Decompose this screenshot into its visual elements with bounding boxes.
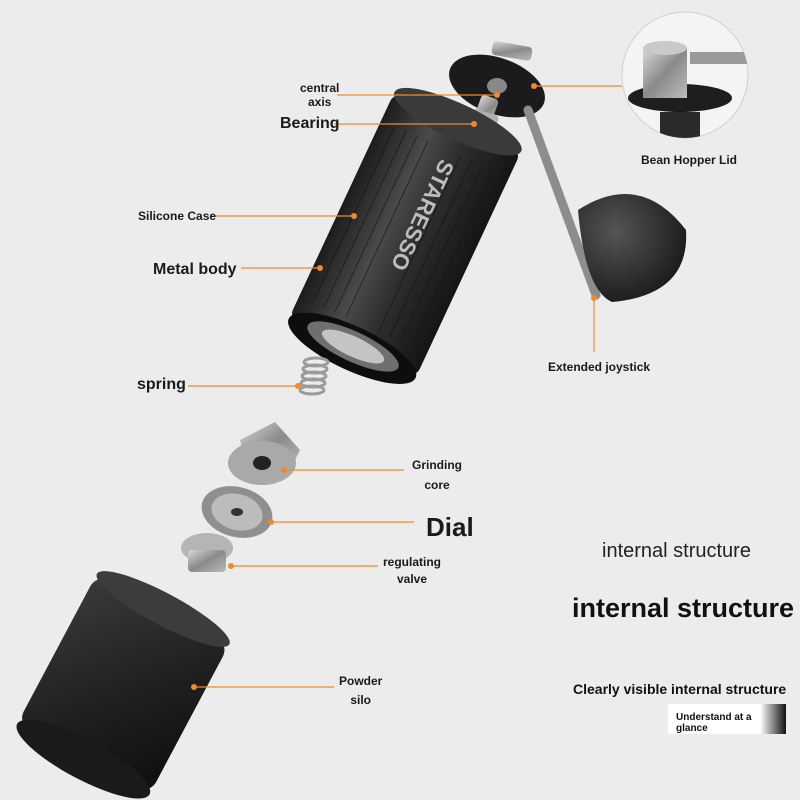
label-regulating-valve-line1: regulating — [383, 555, 442, 569]
grinder-body: STARESSO — [288, 87, 522, 384]
tagline: Clearly visible internal structure — [573, 681, 787, 697]
bean-hopper-lid — [449, 41, 545, 118]
bean-hopper-lid-inset — [621, 11, 749, 139]
label-powder-silo-line1: Powder — [339, 674, 383, 688]
grinding-core — [228, 422, 300, 485]
label-bearing: Bearing — [280, 115, 340, 132]
label-central-axis: central axis — [300, 81, 339, 109]
extended-joystick — [523, 105, 687, 302]
label-powder-silo-line2: silo — [350, 693, 371, 707]
label-central-axis-line2: axis — [308, 95, 332, 109]
label-powder-silo: Powder silo — [339, 674, 382, 707]
badge-text: Understand at a glance — [676, 712, 752, 734]
label-regulating-valve: regulating valve — [383, 555, 441, 586]
badge: Understand at a glance — [668, 704, 786, 734]
callout-lines — [188, 83, 622, 690]
heading-internal-structure-light: internal structure — [602, 540, 751, 562]
label-dial: Dial — [426, 512, 474, 542]
label-bean-hopper-lid: Bean Hopper Lid — [641, 153, 738, 167]
label-extended-joystick: Extended joystick — [548, 360, 651, 374]
regulating-valve — [181, 533, 233, 572]
label-silicone-case: Silicone Case — [138, 209, 217, 223]
spring — [298, 356, 330, 396]
powder-silo — [16, 571, 230, 799]
heading-internal-structure-bold: internal structure — [572, 593, 795, 623]
label-grinding-core-line1: Grinding — [412, 458, 462, 472]
label-metal-body: Metal body — [153, 261, 237, 278]
label-grinding-core-line2: core — [424, 478, 450, 492]
label-central-axis-line1: central — [300, 81, 340, 95]
label-regulating-valve-line2: valve — [396, 572, 428, 586]
label-grinding-core: Grinding core — [412, 458, 462, 492]
dial — [201, 486, 273, 538]
label-spring: spring — [137, 376, 186, 393]
